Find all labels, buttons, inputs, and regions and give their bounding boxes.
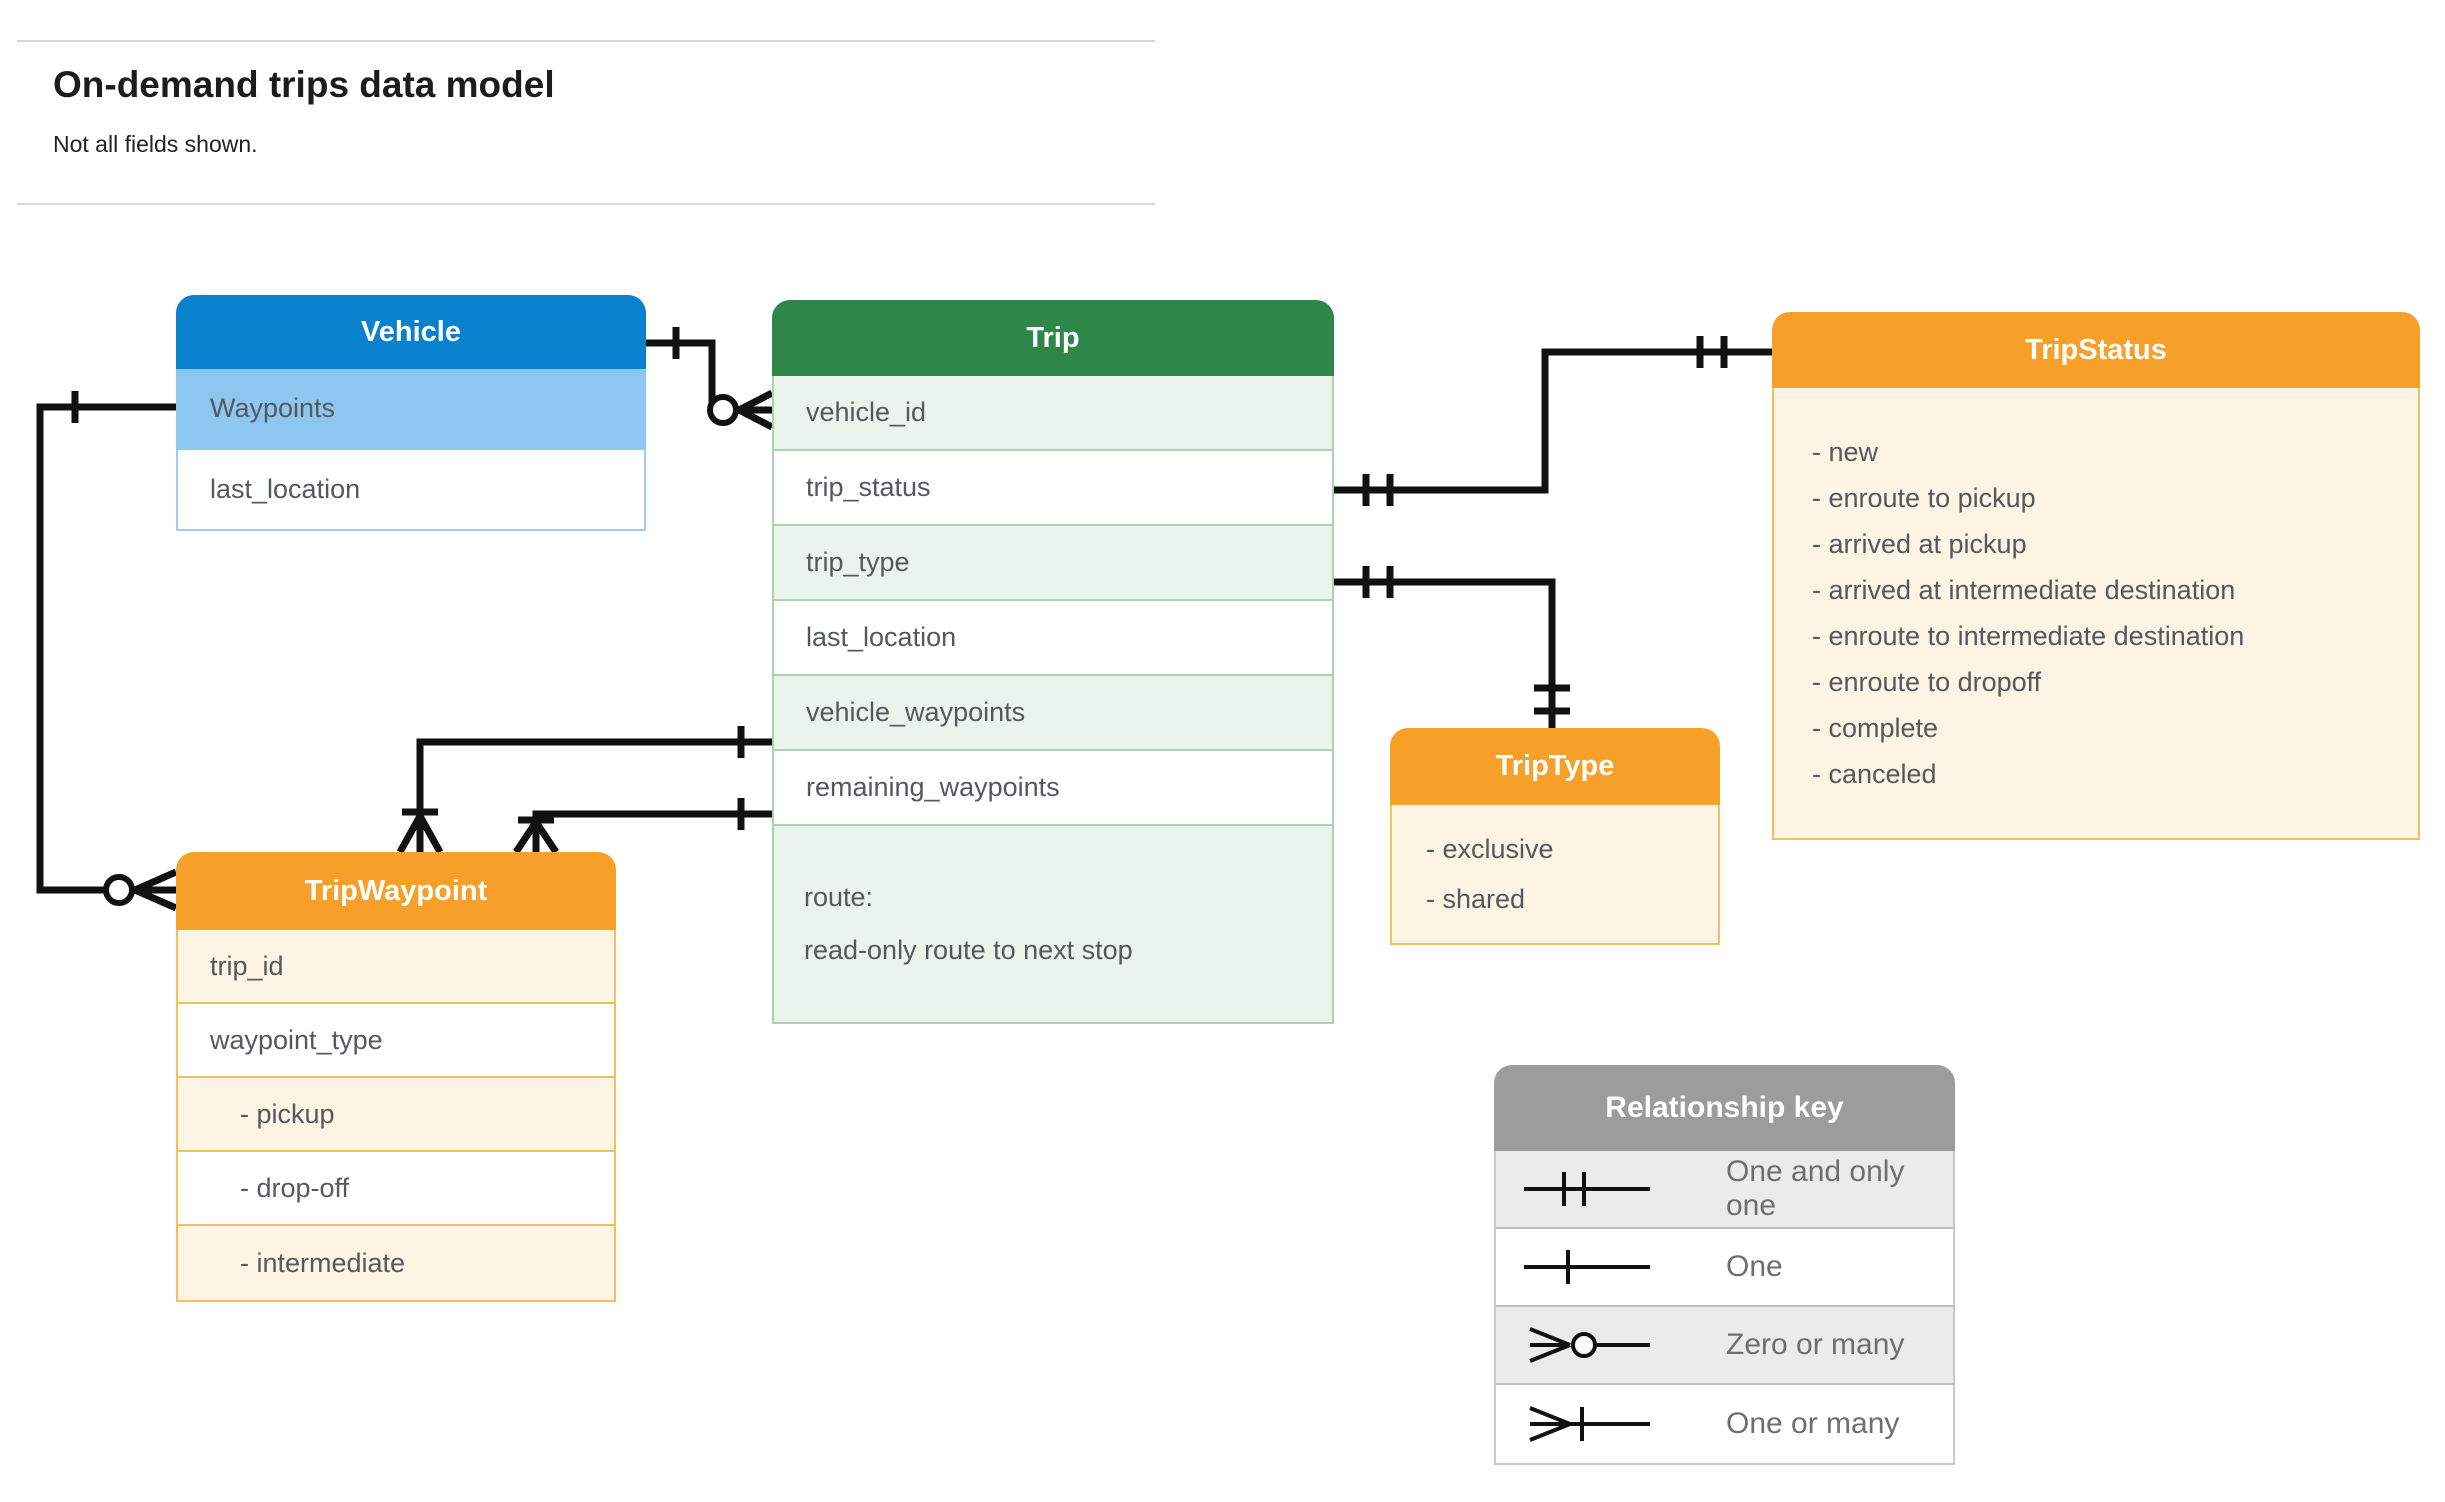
entity-trip: Trip vehicle_id trip_status trip_type la… xyxy=(772,300,1334,1024)
legend-row-zero-or-many: Zero or many xyxy=(1496,1307,1953,1385)
field-trip-route: route: read-only route to next stop xyxy=(774,826,1332,1022)
field-vehicle-waypoints: Waypoints xyxy=(176,369,646,450)
top-divider xyxy=(17,40,1155,42)
tripstatus-value-enroute-to-pickup: - enroute to pickup xyxy=(1812,483,2036,513)
field-tripwaypoint-waypoint-type: waypoint_type xyxy=(178,1004,614,1078)
tripstatus-value-new: - new xyxy=(1812,437,1879,467)
entity-triptype-title: TripType xyxy=(1390,728,1720,805)
connector-vehicle-to-trip xyxy=(646,327,774,431)
connector-trip-type-to-triptype xyxy=(1334,566,1570,728)
entity-tripwaypoint-title: TripWaypoint xyxy=(176,852,616,930)
tripstatus-value-complete: - complete xyxy=(1812,713,1939,743)
connector-remaining-waypoints-to-tripwaypoint xyxy=(513,798,772,854)
connector-trip-status-to-tripstatus xyxy=(1334,336,1772,506)
field-trip-remaining-waypoints: remaining_waypoints xyxy=(774,751,1332,826)
tripstatus-value-arrived-at-intermediate: - arrived at intermediate destination xyxy=(1812,575,2236,605)
legend-row-one-and-only-one: One and only one xyxy=(1496,1151,1953,1229)
tripstatus-value-enroute-to-dropoff: - enroute to dropoff xyxy=(1812,667,2042,697)
one-and-only-one-icon xyxy=(1518,1167,1698,1211)
entity-triptype: TripType - exclusive - shared xyxy=(1390,728,1720,945)
legend-label: One or many xyxy=(1726,1407,1900,1440)
triptype-value-shared: - shared xyxy=(1426,884,1526,914)
legend-label: One xyxy=(1726,1250,1783,1283)
tripwaypoint-value-pickup: - pickup xyxy=(178,1078,614,1152)
field-trip-last-location: last_location xyxy=(774,601,1332,676)
legend-label: One and only one xyxy=(1726,1155,1905,1222)
legend-row-one: One xyxy=(1496,1229,1953,1307)
field-trip-type: trip_type xyxy=(774,526,1332,601)
entity-tripstatus-title: TripStatus xyxy=(1772,312,2420,388)
triptype-value-exclusive: - exclusive xyxy=(1426,834,1554,864)
entity-tripwaypoint: TripWaypoint trip_id waypoint_type - pic… xyxy=(176,852,616,1302)
field-trip-route-description: read-only route to next stop xyxy=(804,935,1133,965)
entity-tripstatus: TripStatus - new - enroute to pickup - a… xyxy=(1772,312,2420,840)
relationship-key-title: Relationship key xyxy=(1494,1065,1955,1151)
one-icon xyxy=(1518,1245,1698,1289)
field-trip-vehicle-waypoints: vehicle_waypoints xyxy=(774,676,1332,751)
tripwaypoint-value-intermediate: - intermediate xyxy=(178,1226,614,1300)
field-trip-status: trip_status xyxy=(774,451,1332,526)
page-title: On-demand trips data model xyxy=(53,64,555,105)
field-vehicle-last-location: last_location xyxy=(176,450,646,531)
tripstatus-value-arrived-at-pickup: - arrived at pickup xyxy=(1812,529,2027,559)
entity-vehicle: Vehicle Waypoints last_location xyxy=(176,295,646,531)
legend-label: Zero or many xyxy=(1726,1328,1905,1361)
header-divider xyxy=(17,203,1155,205)
relationship-key: Relationship key One and only one xyxy=(1494,1065,1955,1465)
legend-row-one-or-many: One or many xyxy=(1496,1385,1953,1463)
field-trip-route-label: route: xyxy=(804,882,874,912)
entity-trip-title: Trip xyxy=(772,300,1334,376)
entity-vehicle-title: Vehicle xyxy=(176,295,646,369)
tripstatus-value-enroute-to-intermediate: - enroute to intermediate destination xyxy=(1812,621,2245,651)
field-tripwaypoint-trip-id: trip_id xyxy=(178,930,614,1004)
connector-vehicle-waypoints-to-tripwaypoint xyxy=(36,391,178,912)
connector-vehicle-waypoints-field-to-tripwaypoint xyxy=(396,726,772,854)
field-trip-vehicle-id: vehicle_id xyxy=(774,376,1332,451)
tripwaypoint-value-drop-off: - drop-off xyxy=(178,1152,614,1226)
page-subtitle: Not all fields shown. xyxy=(53,131,258,157)
tripstatus-value-canceled: - canceled xyxy=(1812,759,1937,789)
one-or-many-icon xyxy=(1518,1402,1698,1446)
zero-or-many-icon xyxy=(1518,1323,1698,1367)
